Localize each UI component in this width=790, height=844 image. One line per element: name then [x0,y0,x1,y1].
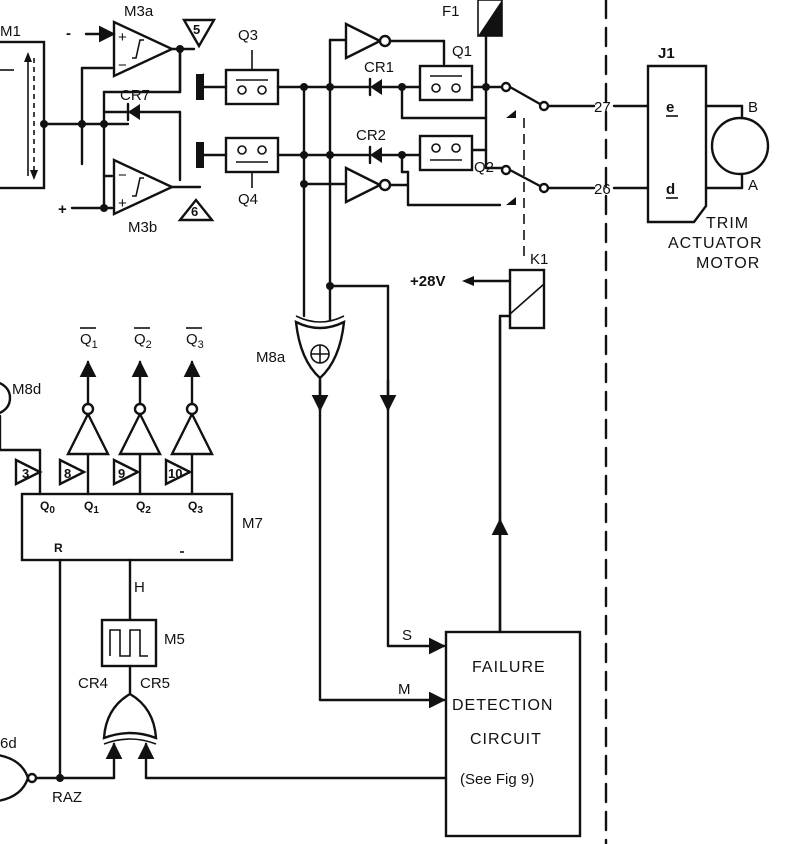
output-q2-bar: Q [134,331,146,348]
svg-text:Q1: Q1 [80,331,98,351]
connector-pins: 27 26 [594,99,650,198]
motor-label-line1: TRIM [706,215,749,232]
q1-switch: Q1 [418,43,488,102]
svg-text:Q1: Q1 [84,499,99,516]
q4-label: Q4 [238,191,258,208]
j1-label: J1 [658,45,675,62]
motor-terminal-a: A [748,177,758,194]
failure-line1: FAILURE [472,659,546,676]
svg-text:Q3: Q3 [188,499,203,516]
m1-label: M1 [0,23,21,40]
supply-28v: +28V [410,273,445,290]
svg-text:Q2: Q2 [136,499,151,516]
pin-26: 26 [594,181,611,198]
signal-raz: RAZ [52,789,82,806]
q2-switch: Q2 [418,134,494,176]
test-point-5: 5 [193,22,200,37]
motor-terminal-b: B [748,99,758,116]
m3b-plus-input: + [58,201,67,218]
failure-line4: (See Fig 9) [460,771,534,788]
k1-relay: K1 +28V [410,251,548,634]
q1-label: Q1 [452,43,472,60]
test-point-8: 8 [64,466,71,481]
svg-text:−: − [118,57,127,74]
m3b-comparator: − + M3b + 6 [58,158,215,236]
cr5-label: CR5 [140,675,170,692]
motor-label-line3: MOTOR [696,255,760,272]
central-bus-wires [300,38,446,655]
m3b-label: M3b [128,219,157,236]
output-q1-bar: Q [80,331,92,348]
m5-label: M5 [164,631,185,648]
m7-label: M7 [242,515,263,532]
signal-h: H [134,579,145,596]
failure-line3: CIRCUIT [470,731,542,748]
failure-detection-circuit: FAILURE DETECTION CIRCUIT (See Fig 9) [444,630,582,838]
m3a-label: M3a [124,3,154,20]
j1-pin-d: d [666,181,675,198]
m5-oscillator: H M5 [100,558,185,696]
pin-27: 27 [594,99,611,116]
cr7-label: CR7 [120,87,150,104]
q2-label: Q2 [474,159,494,176]
signal-s: S [402,627,412,644]
m8d-label: M8d [12,381,41,398]
failure-line2: DETECTION [452,697,553,714]
test-point-10: 10 [168,466,182,481]
svg-text:+: + [118,29,127,46]
svg-text:Q3: Q3 [186,331,204,351]
j1-connector: J1 e d [646,45,744,224]
q4-switch: Q4 [196,136,306,208]
m6d-label: 6d [0,735,17,752]
m7-output-stage: 3 8 9 10 Q1 Q2 Q3 [0,327,214,496]
m8d-gate: M8d [0,381,41,452]
m8a-label: M8a [256,349,286,366]
cr1-label: CR1 [364,59,394,76]
cr7-diode: CR7 [102,87,150,122]
signal-m: M [398,681,411,698]
cr2-label: CR2 [356,127,386,144]
cr1-diode: CR1 [328,59,488,120]
svg-text:Q0: Q0 [40,499,55,516]
test-point-3: 3 [22,466,29,481]
svg-text:−: − [118,167,127,184]
trim-actuator-motor: B A TRIM ACTUATOR MOTOR [668,99,770,272]
cr4-cr5-or-gate: CR4 CR5 [78,675,170,780]
raz-net: RAZ 6d [0,558,448,806]
k1-label: K1 [530,251,548,268]
j1-pin-e: e [666,99,674,116]
svg-text:Q2: Q2 [134,331,152,351]
m7-counter: M7 Q0 Q1 Q2 Q3 R [20,492,263,562]
lower-inverter [344,166,502,207]
cr4-label: CR4 [78,675,108,692]
output-q3-bar: Q [186,331,198,348]
f1-fuse: F1 [442,0,503,152]
m8a-xor: M8a [256,315,446,709]
motor-label-line2: ACTUATOR [668,235,763,252]
upper-inverter [344,22,446,66]
m7-reset-pin: R [54,541,63,555]
m3a-comparator: + − - M3a 5 [66,3,217,94]
m3a-minus-input: - [66,25,71,42]
test-point-9: 9 [118,466,125,481]
test-point-6: 6 [191,204,198,219]
m1-feedback-wires [40,48,182,212]
q3-label: Q3 [238,27,258,44]
relay-contacts [484,81,596,262]
q3-switch: Q3 [195,27,306,106]
svg-text:+: + [118,195,127,212]
cr2-diode: CR2 [328,127,422,174]
f1-label: F1 [442,3,460,20]
m1-block: M1 [0,23,46,190]
